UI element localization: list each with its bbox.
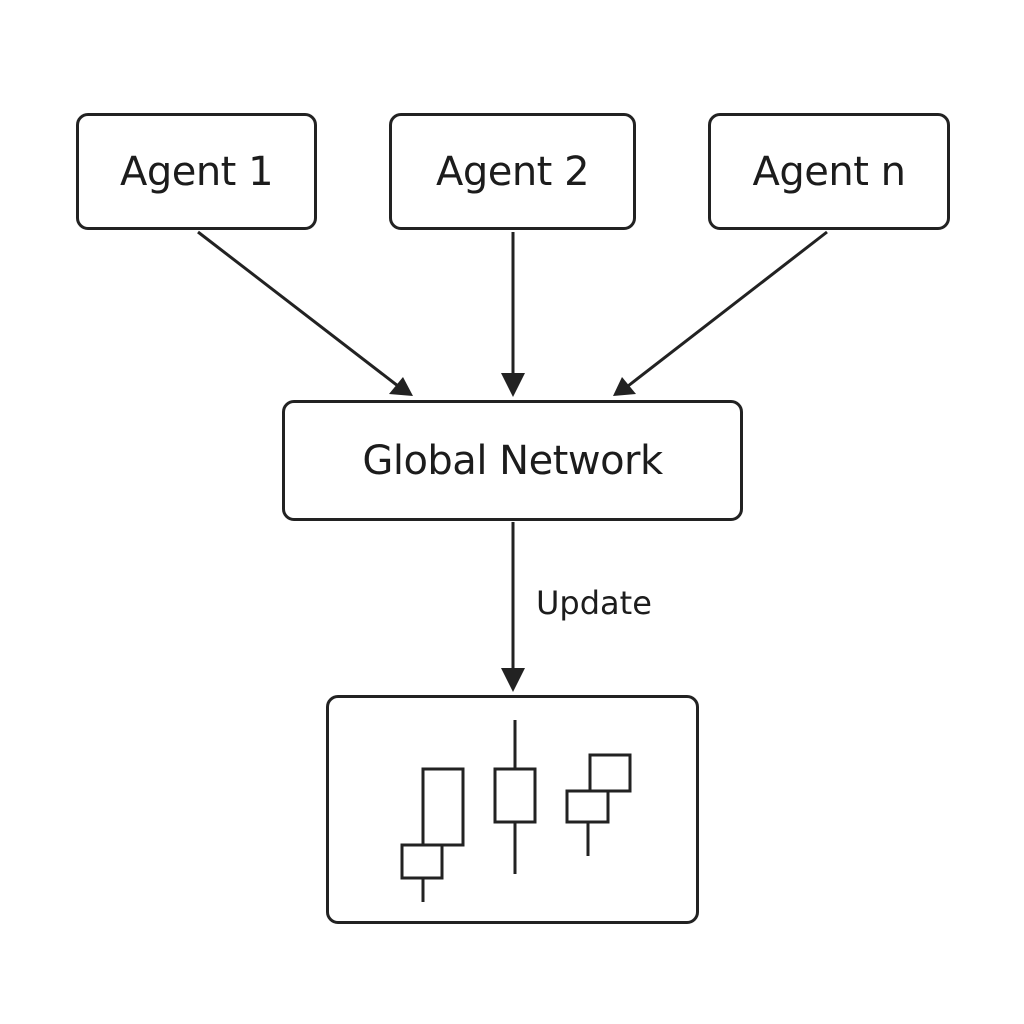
agent-1-node: Agent 1: [76, 113, 317, 230]
arrow-agent-2-to-global: [501, 232, 525, 397]
arrow-agent-1-to-global: [197, 230, 413, 396]
global-network-label: Global Network: [362, 437, 663, 484]
output-chart-box: [326, 695, 699, 924]
candle-5: [565, 789, 610, 856]
arrow-global-to-output: [501, 522, 525, 692]
agent-1-label: Agent 1: [119, 148, 274, 195]
arrow-agent-n-to-global: [613, 230, 828, 396]
agent-2-label: Agent 2: [435, 148, 590, 195]
candlestick-chart-icon: [400, 720, 632, 902]
update-edge-label: Update: [536, 584, 652, 622]
agent-n-label: Agent n: [752, 148, 906, 195]
global-network-node: Global Network: [282, 400, 743, 521]
candle-2: [400, 843, 444, 902]
candle-3: [493, 720, 537, 874]
candle-1: [421, 767, 465, 847]
candle-4: [588, 753, 632, 793]
agent-2-node: Agent 2: [389, 113, 636, 230]
agent-n-node: Agent n: [708, 113, 950, 230]
